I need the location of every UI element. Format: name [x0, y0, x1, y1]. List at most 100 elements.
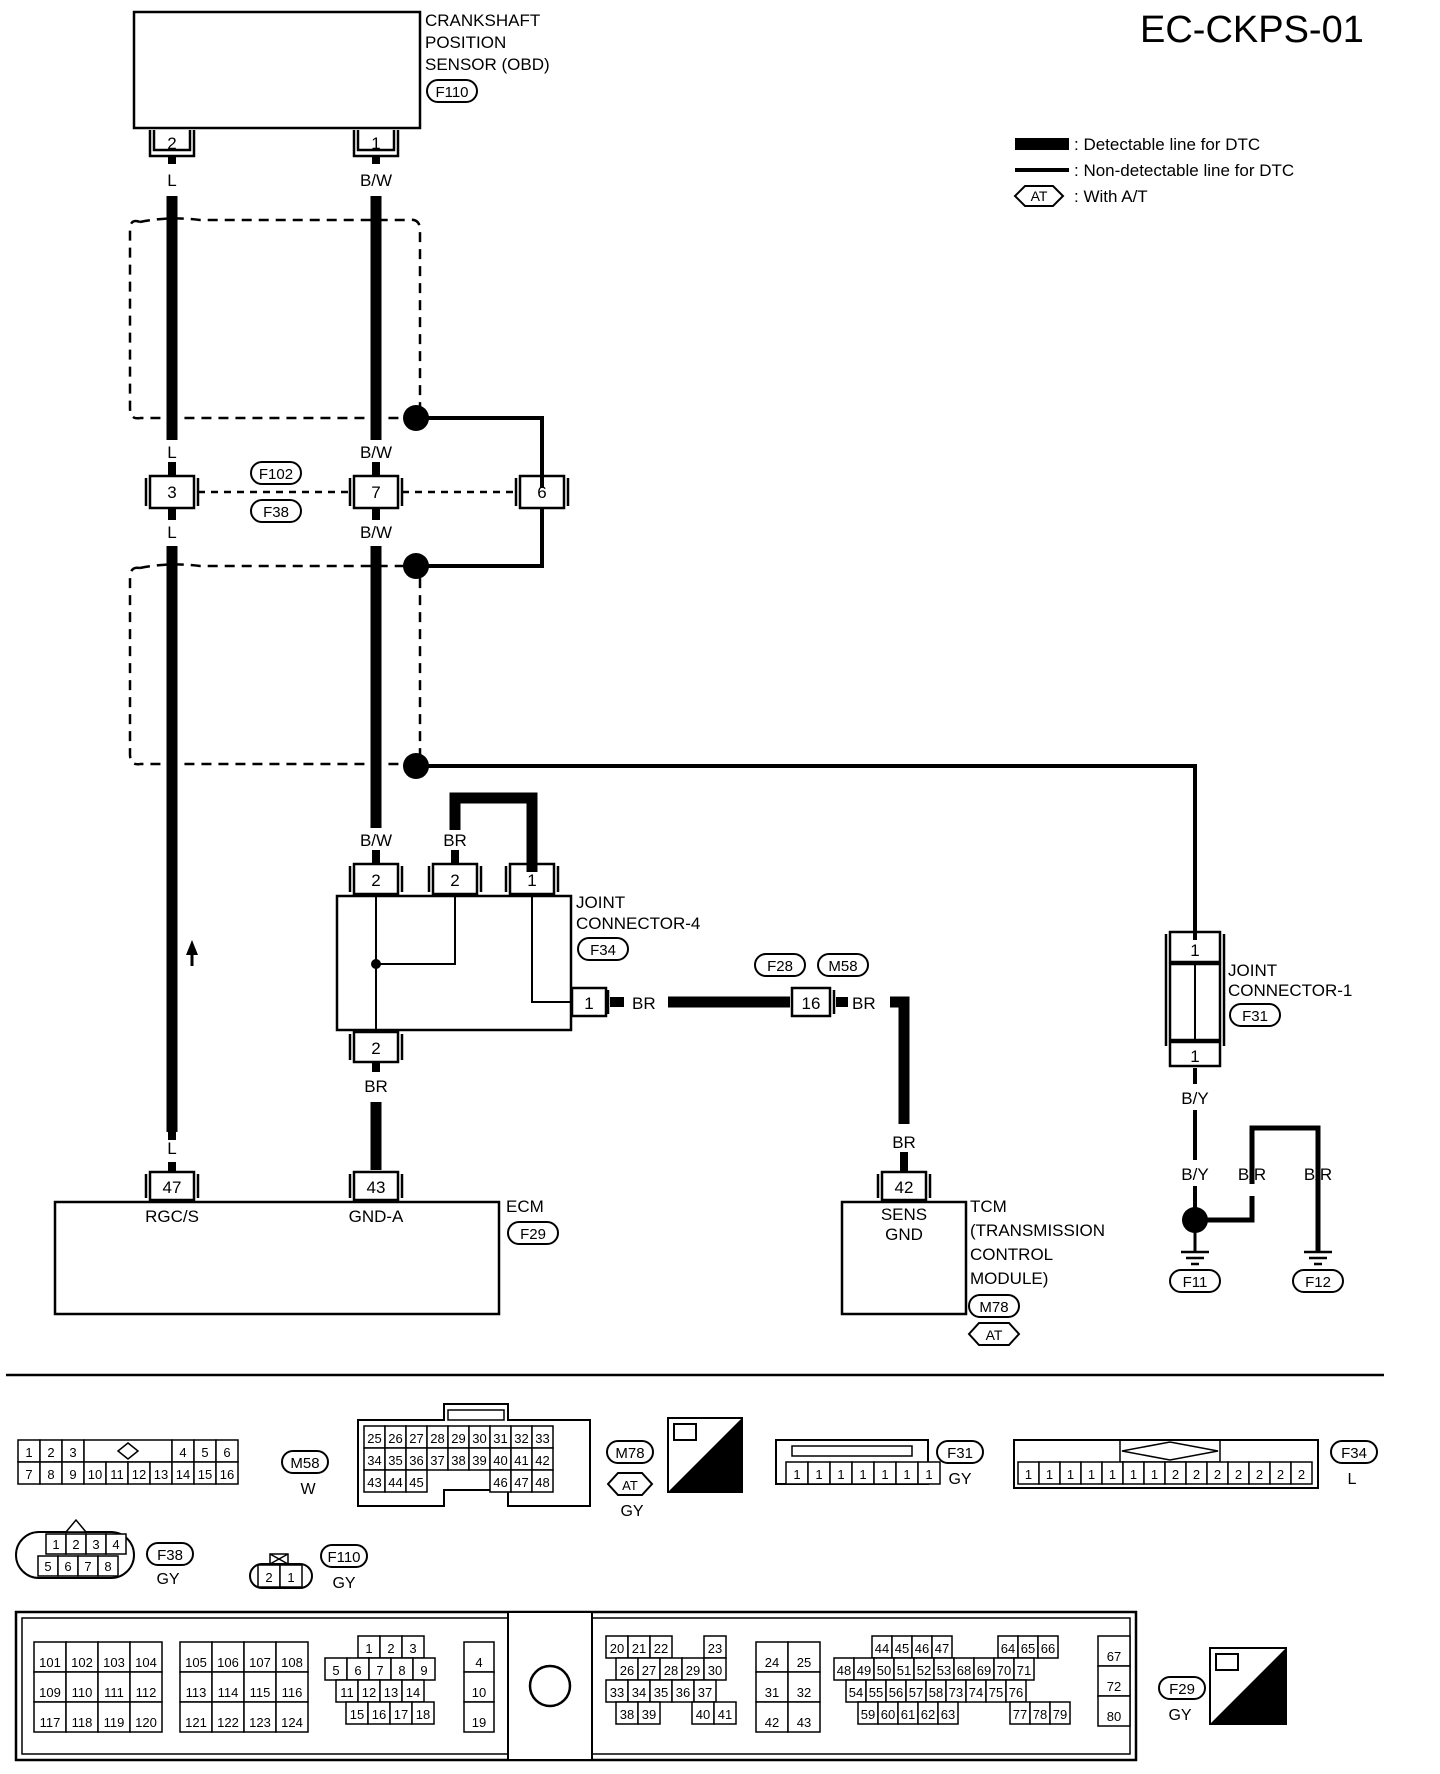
intermediate-pin-6: 6 — [537, 483, 546, 502]
main-wires: L B/W 3 7 6 F102 F38 L B/W — [128, 196, 1197, 1132]
jc1-pin-top: 1 — [1190, 941, 1199, 960]
jc1-name-line-1: JOINT — [1228, 961, 1277, 980]
intermediate-connector-b: F38 — [263, 504, 289, 521]
m78-pin-40: 40 — [493, 1453, 507, 1468]
wire-color-bw-4: B/W — [360, 831, 392, 850]
f29-pin-115: 115 — [250, 1685, 271, 1700]
f29-pin-18: 18 — [416, 1707, 430, 1722]
f29-pin-124: 124 — [281, 1715, 303, 1730]
f34-pin-1: 1 — [1025, 1467, 1032, 1482]
ecm-connector-oval — [507, 1221, 559, 1245]
wire-color-l-1: L — [167, 171, 176, 190]
ground-f12: F12 — [1305, 1274, 1331, 1291]
sensor-box — [132, 10, 422, 130]
f34-pin-1: 1 — [1109, 1467, 1116, 1482]
f29-pin-79: 79 — [1053, 1707, 1067, 1722]
f34-pin-1: 1 — [1088, 1467, 1095, 1482]
f29-pin-20: 20 — [610, 1641, 624, 1656]
m78-pin-35: 35 — [388, 1453, 402, 1468]
m78-pin-46: 46 — [493, 1475, 507, 1490]
f29-pin-71: 71 — [1017, 1663, 1031, 1678]
f29-pin-1: 1 — [365, 1641, 372, 1656]
m58-pin-13: 13 — [154, 1467, 168, 1482]
face-f29-color: GY — [1168, 1707, 1191, 1724]
f29-pin-59: 59 — [861, 1707, 875, 1722]
tcm-at-tag: AT — [986, 1327, 1003, 1343]
jc1-connector-oval — [1229, 1003, 1281, 1027]
sensor-name-line-1: CRANKSHAFT — [425, 11, 540, 30]
f29-pin-120: 120 — [135, 1715, 157, 1730]
m58-pin-8: 8 — [47, 1467, 54, 1482]
f31-pin-1: 1 — [815, 1467, 822, 1482]
face-f34-color: L — [1348, 1471, 1357, 1488]
f29-pin-103-cell — [97, 1641, 131, 1673]
f29-pin-112: 112 — [136, 1685, 157, 1700]
tcm-pin-label-line-1: SENS — [881, 1205, 927, 1224]
face-f31-tag-oval — [936, 1440, 984, 1464]
f31-pin-1-cell — [917, 1461, 941, 1485]
sensor-connector-id: F110 — [435, 84, 468, 101]
face-f29-hs: H.S. — [1245, 1701, 1276, 1718]
f29-pin-66: 66 — [1041, 1641, 1055, 1656]
f34-pin-1: 1 — [1130, 1467, 1137, 1482]
legend-non-detectable-text: : Non-detectable line for DTC — [1074, 161, 1294, 180]
sensor-pin-1: 1 — [371, 134, 380, 153]
f29-pin-63-cell — [937, 1701, 959, 1725]
m78-pin-45: 45 — [409, 1475, 423, 1490]
shield-upper — [128, 217, 422, 420]
m58-pin-15: 15 — [198, 1467, 212, 1482]
tcm-name-line-4: MODULE) — [970, 1269, 1048, 1288]
f29-pin-113: 113 — [186, 1685, 207, 1700]
f29-pin-104: 104 — [135, 1655, 157, 1670]
ground-symbol-f12 — [1304, 1250, 1332, 1266]
wire-color-br-5: BR — [892, 1133, 916, 1152]
wire-color-bw-1: B/W — [360, 171, 392, 190]
f29-pin-42: 42 — [765, 1715, 779, 1730]
f29-pin-13: 13 — [384, 1685, 398, 1700]
intermediate-connector-b-oval — [250, 499, 302, 523]
face-f31-tag: F31 — [947, 1445, 973, 1462]
intermediate-pin-7: 7 — [371, 483, 380, 502]
tcm: 42 SENS GND TCM (TRANSMISSION CONTROL MO… — [840, 1152, 1105, 1346]
f29-pin-52: 52 — [917, 1663, 931, 1678]
f29-pin-69: 69 — [977, 1663, 991, 1678]
f29-pin-39-cell — [637, 1701, 661, 1725]
face-f110-tag: F110 — [327, 1549, 360, 1566]
f29-pin-53: 53 — [937, 1663, 951, 1678]
face-m58-color: W — [300, 1481, 316, 1498]
f29-pin-41-cell — [713, 1701, 737, 1725]
face-m78-hs-fill — [668, 1418, 742, 1492]
f29-pin-104-cell — [129, 1641, 163, 1673]
f110-pin-2: 2 — [265, 1570, 272, 1585]
f29-pin-105: 105 — [185, 1655, 207, 1670]
f29-pin-118-cell — [65, 1701, 99, 1733]
f29-pin-5: 5 — [332, 1663, 339, 1678]
jc4-pin-1b: 1 — [584, 994, 593, 1013]
m78-pin-37: 37 — [430, 1453, 444, 1468]
face-m78-hs-plug-icon — [673, 1423, 697, 1441]
f29-pin-24: 24 — [765, 1655, 779, 1670]
inline-connector-a: F28 — [767, 958, 793, 975]
m78-pin-32: 32 — [514, 1431, 528, 1446]
face-m78-tag: M78 — [615, 1445, 644, 1462]
jc4-pin-2b: 2 — [450, 871, 459, 890]
f29-pin-25-cell — [787, 1641, 821, 1673]
f29-pin-8: 8 — [398, 1663, 405, 1678]
f29-pin-10-cell — [463, 1671, 495, 1703]
m78-pin-25: 25 — [367, 1431, 381, 1446]
tcm-connector-oval — [968, 1294, 1020, 1318]
f34-pin-2: 2 — [1214, 1467, 1221, 1482]
f29-pin-11: 11 — [340, 1685, 354, 1700]
legend-detectable-swatch — [1015, 138, 1069, 150]
joint-connector-1: 1 1 JOINT CONNECTOR-1 F31 B/Y B/Y B/R B/… — [1164, 930, 1352, 1293]
sensor-pin-2: 2 — [167, 134, 176, 153]
f29-pin-111: 111 — [104, 1685, 124, 1700]
ground-f11-oval — [1169, 1269, 1221, 1293]
inline-connector-b-oval — [817, 953, 869, 977]
f29-pin-116: 116 — [282, 1685, 303, 1700]
f31-pin-1: 1 — [881, 1467, 888, 1482]
f29-pin-80: 80 — [1107, 1709, 1121, 1724]
m58-pin-2: 2 — [47, 1445, 54, 1460]
f29-pin-110: 110 — [72, 1685, 93, 1700]
